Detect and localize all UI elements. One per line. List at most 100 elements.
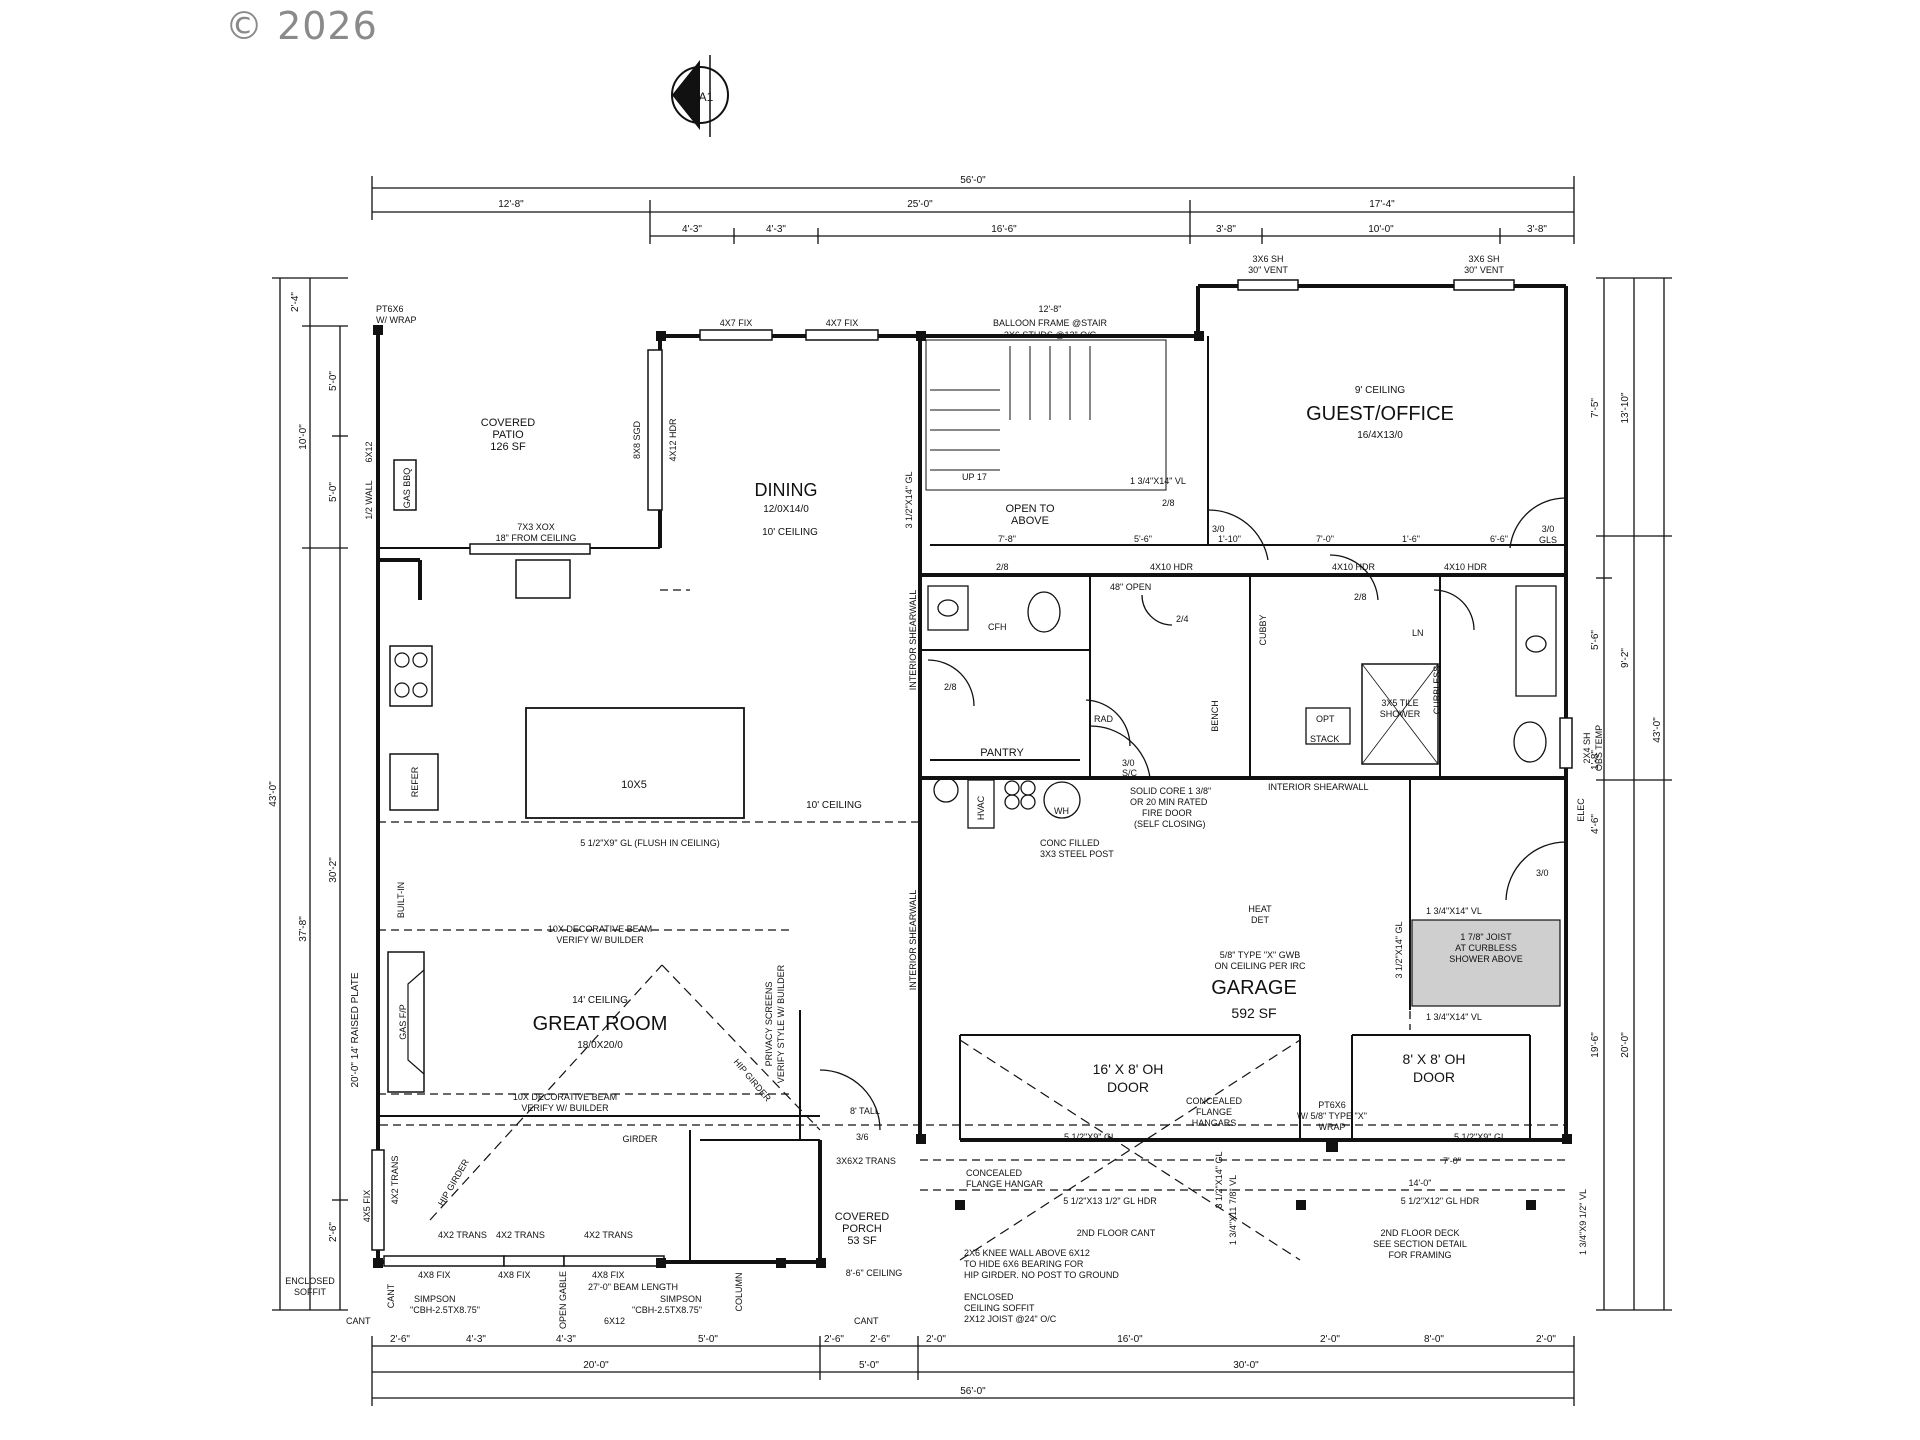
concealed-b-label-2: FLANGE HANGAR <box>966 1179 1044 1189</box>
enclosed-ceiling-label-2: CEILING SOFFIT <box>964 1303 1035 1313</box>
patio-label-2: PATIO <box>492 429 524 441</box>
fireplace-icon <box>387 951 425 1093</box>
vl-c-label: 1 3/4"X14" VL <box>1426 1012 1482 1022</box>
fix-4x5-label: 4X5 FIX <box>362 1190 372 1223</box>
curbless-label: CURBLESS <box>1432 666 1442 715</box>
hdr-4x10-b: 4X10 HDR <box>1332 562 1376 572</box>
dim-left-sub-1: 5'-0" <box>328 371 339 391</box>
bench-label: BENCH <box>1210 700 1220 732</box>
joist-label-3: SHOWER ABOVE <box>1449 954 1523 964</box>
concealed-a-label-2: FLANGE <box>1196 1107 1232 1117</box>
knee-label-3: HIP GIRDER. NO POST TO GROUND <box>964 1270 1119 1280</box>
hdr-4x12-label: 4X12 HDR <box>668 418 678 462</box>
privacy-label-2: VERIFY STYLE W/ BUILDER <box>776 964 786 1083</box>
great-room-size: 18/0X20/0 <box>577 1040 623 1051</box>
window-label-b: 4X7 FIX <box>826 318 859 328</box>
cant-b: CANT <box>386 1283 396 1308</box>
vent-label-b-2: 30" VENT <box>1464 265 1504 275</box>
cant-a: CANT <box>346 1316 371 1326</box>
gas-fp-label: GAS F/P <box>398 1004 408 1040</box>
gwb-label-2: ON CEILING PER IRC <box>1214 961 1306 971</box>
garage-label: GARAGE <box>1211 977 1297 999</box>
simpson-a-label: SIMPSON <box>414 1294 456 1304</box>
beam-b-label-2: VERIFY W/ BUILDER <box>521 1103 609 1113</box>
trans-4x2-d: 4X2 TRANS <box>390 1156 400 1205</box>
oh-door-16-label: 16' X 8' OH <box>1093 1061 1164 1077</box>
hdr-4x10-c: 4X10 HDR <box>1444 562 1488 572</box>
dim-left-3: 37'-8" <box>298 916 309 942</box>
refer-label: REFER <box>410 766 420 797</box>
cfh-label: CFH <box>988 622 1007 632</box>
bracket-6x12: 6X12 <box>364 441 374 462</box>
door-30-sc: 3/0 <box>1122 758 1135 768</box>
shower-icon <box>1361 663 1439 765</box>
beam-b-label: 10X DECORATIVE BEAM <box>513 1092 617 1102</box>
joist-hatch-area <box>1411 919 1561 1007</box>
vl-b-label: 1 3/4"X14" VL <box>1426 906 1482 916</box>
oh-door-8-label: 8' X 8' OH <box>1403 1051 1466 1067</box>
door-30-a: 3/0 <box>1212 524 1225 534</box>
gl-e-label: 3 1/2"X14" GL <box>1214 1152 1224 1209</box>
door-8tall-label-2: 3/6 <box>856 1132 869 1142</box>
door-28-b: 2/8 <box>944 682 957 692</box>
guest-office-size: 16/4X13/0 <box>1357 430 1403 441</box>
open-gable-label: OPEN GABLE <box>558 1271 568 1329</box>
door-30-gls: 3/0 <box>1542 524 1555 534</box>
dim-bottom-sub-2: 4'-3" <box>466 1334 486 1345</box>
dim-right-3: 20'-0" <box>1620 1032 1631 1058</box>
dim-right-1: 13'-10" <box>1620 392 1631 423</box>
window-label-a: 4X7 FIX <box>720 318 753 328</box>
enclosed-ceiling-label: ENCLOSED <box>964 1292 1014 1302</box>
simpson-b-label-2: "CBH-2.5TX8.75" <box>632 1305 702 1315</box>
solid-core-label-2: OR 20 MIN RATED <box>1130 797 1208 807</box>
interior-shearwall-vertical-2: INTERIOR SHEARWALL <box>908 890 918 991</box>
rad-label: RAD <box>1094 714 1114 724</box>
door-8tall-label: 8' TALL <box>850 1106 880 1116</box>
refrigerator-icon <box>389 753 439 811</box>
enclosed-ceiling-label-3: 2X12 JOIST @24" O/C <box>964 1314 1057 1324</box>
fix-4x8-c: 4X8 FIX <box>592 1270 625 1280</box>
gwb-label: 5/8" TYPE "X" GWB <box>1220 950 1300 960</box>
north-marker-label: A1 <box>699 90 714 104</box>
washer-icon <box>1305 707 1351 745</box>
door-30-gls-2: GLS <box>1539 535 1557 545</box>
island-label: 10X5 <box>621 779 647 791</box>
porch-area: 53 SF <box>847 1235 877 1247</box>
dim-top-sub-3: 16'-6" <box>991 224 1017 235</box>
fix-4x8-a: 4X8 FIX <box>418 1270 451 1280</box>
concealed-a-label: CONCEALED <box>1186 1096 1243 1106</box>
concealed-a-label-3: HANGARS <box>1192 1118 1237 1128</box>
dim-bottom-sub-10: 8'-0" <box>1424 1334 1444 1345</box>
dim-bottom-sub-5: 2'-6" <box>824 1334 844 1345</box>
copyright-watermark: © 2026 <box>225 4 378 48</box>
trans-4x2-c: 4X2 TRANS <box>584 1230 633 1240</box>
dim-top-2: 25'-0" <box>907 199 933 210</box>
oh-door-8-label-2: DOOR <box>1413 1069 1455 1085</box>
window-7x3-label: 7X3 XOX <box>517 522 555 532</box>
door-28-a: 2/8 <box>1162 498 1175 508</box>
right-dimension-lines <box>1596 277 1672 1311</box>
ln-label: LN <box>1412 628 1424 638</box>
dim-14-label: 14'-0" <box>1409 1178 1432 1188</box>
bbq-icon <box>393 459 417 511</box>
beam-length-label: 27'-0" BEAM LENGTH <box>588 1282 678 1292</box>
elec-label: ELEC <box>1576 798 1586 822</box>
dining-label: DINING <box>755 480 818 500</box>
door-24: 2/4 <box>1176 614 1189 624</box>
dim-left-2: 10'-0" <box>298 424 309 450</box>
dim-bottom-sub-4: 5'-0" <box>698 1334 718 1345</box>
dim-right-overall: 43'-0" <box>1652 717 1663 743</box>
shower-label: 3X5 TILE <box>1381 698 1418 708</box>
dim-bottom-sub-7: 2'-0" <box>926 1334 946 1345</box>
pantry-label: PANTRY <box>980 747 1024 759</box>
temp-label: 2X4 SH <box>1582 732 1592 763</box>
porch-label-2: PORCH <box>842 1223 882 1235</box>
dim-bottom-sub-3: 4'-3" <box>556 1334 576 1345</box>
dining-ceiling: 10' CEILING <box>762 527 818 538</box>
lavatory-icon <box>927 585 1557 697</box>
stair-icon <box>925 339 1167 491</box>
heat-label-2: DET <box>1251 915 1270 925</box>
dim-bottom-sub-9: 2'-0" <box>1320 1334 1340 1345</box>
half-wall-label: 1/2 WALL <box>364 480 374 519</box>
great-room-label: GREAT ROOM <box>533 1013 668 1035</box>
